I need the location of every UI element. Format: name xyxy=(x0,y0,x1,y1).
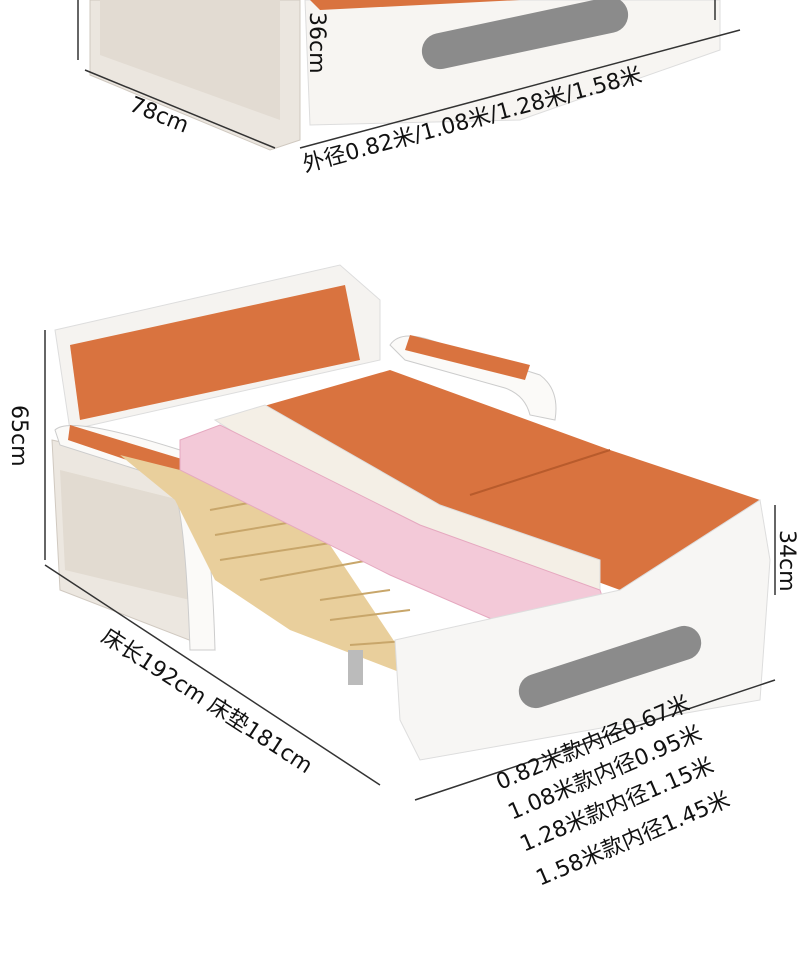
main-dimension-lines xyxy=(44,330,776,801)
handle-icon xyxy=(518,625,702,709)
main-sofa-bed xyxy=(51,264,771,761)
main-height-label: 65cm xyxy=(6,405,31,467)
handle-icon xyxy=(421,0,629,70)
top-sofa-bed xyxy=(89,0,721,151)
top-height-label: 36cm xyxy=(304,12,329,74)
seat-height-label: 34cm xyxy=(774,530,799,592)
top-dimension-lines xyxy=(77,0,741,149)
